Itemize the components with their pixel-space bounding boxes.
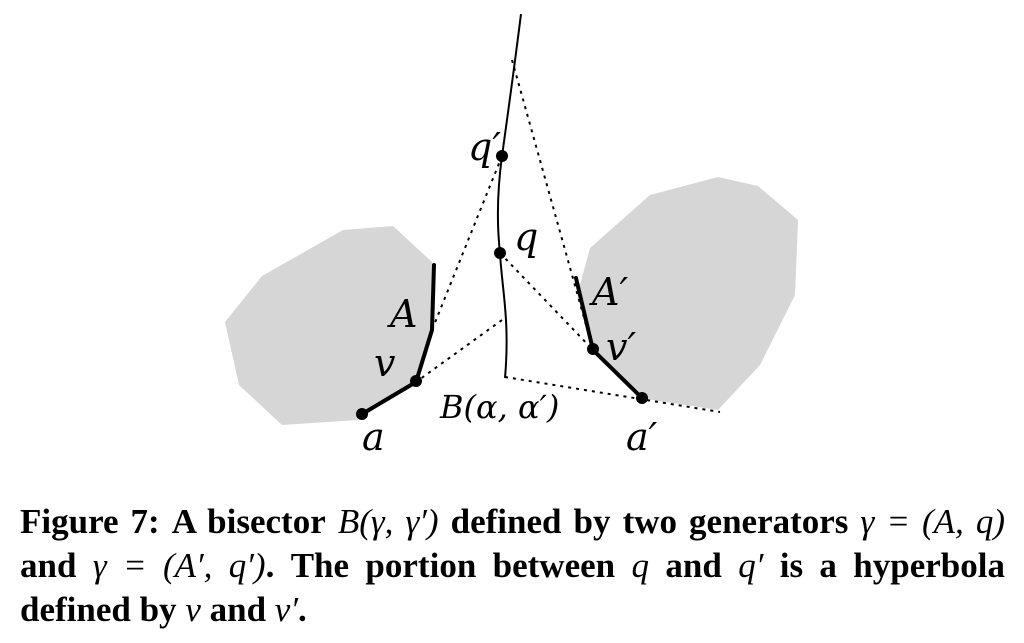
figure-caption: Figure 7: A bisector B(γ, γ′) defined by…: [20, 500, 1005, 632]
label-A: A: [387, 292, 417, 336]
left-region: [225, 226, 432, 425]
point-v: [410, 375, 422, 387]
caption-text-3: and: [20, 546, 77, 585]
label-v: v: [374, 341, 396, 385]
caption-math-7: v′: [274, 590, 298, 629]
caption-text-5: and: [665, 546, 722, 585]
caption-math-2: γ = (A, q): [860, 502, 1006, 541]
caption-math-5: q′: [738, 546, 764, 585]
caption-math-6: v: [185, 590, 201, 629]
caption-math-3: γ = (A′, q′): [92, 546, 266, 585]
label-A-prime: A′: [589, 270, 628, 314]
figure-7-diagram: q′ q A A′ v v′ a a′ B(α, α′): [225, 13, 798, 459]
caption-text-6: is a hyperbola defined by: [20, 546, 1005, 629]
caption-figure-label: Figure 7:: [20, 502, 160, 541]
label-a-prime: a′: [626, 415, 658, 459]
label-bisector: B(α, α′): [439, 388, 559, 426]
caption-text-8: .: [298, 590, 307, 629]
right-region: [580, 177, 798, 410]
caption-text-2: defined by two generators: [450, 502, 849, 541]
label-v-prime: v′: [606, 325, 636, 369]
point-v-prime: [587, 343, 599, 355]
label-q: q: [514, 215, 538, 259]
caption-math-1: B(γ, γ′): [337, 502, 439, 541]
caption-text-1: A bisector: [171, 502, 326, 541]
caption-text-7: and: [209, 590, 267, 629]
dotted-construction-lines: [415, 59, 721, 413]
label-a: a: [362, 415, 385, 459]
points: [356, 150, 648, 420]
caption-math-4: q: [631, 546, 650, 585]
point-a-prime: [636, 392, 648, 404]
caption-text-4: . The portion between: [265, 546, 616, 585]
point-q: [494, 247, 506, 259]
point-q-prime: [496, 150, 508, 162]
bisector-curve: [497, 13, 522, 379]
label-q-prime: q′: [468, 125, 501, 169]
point-a: [356, 408, 368, 420]
